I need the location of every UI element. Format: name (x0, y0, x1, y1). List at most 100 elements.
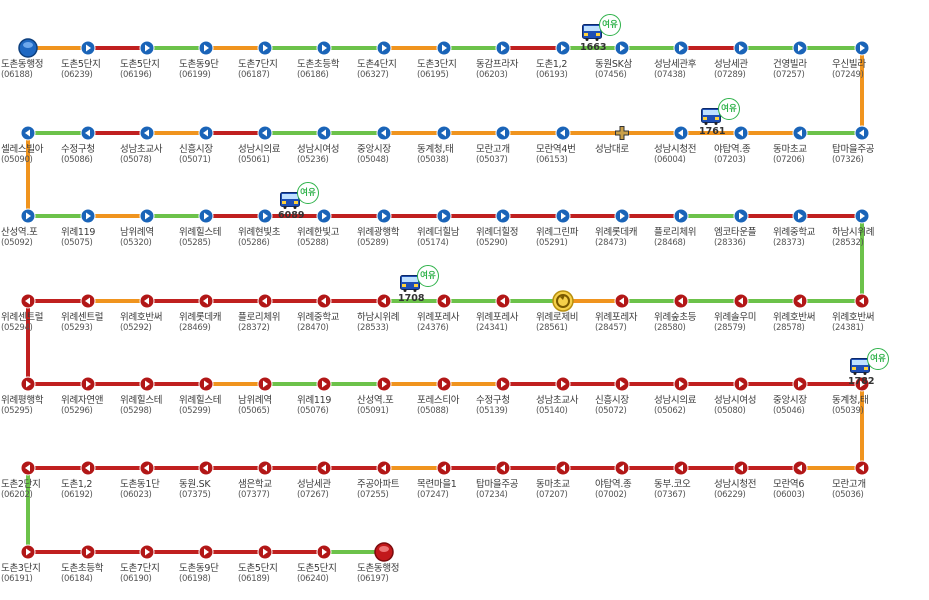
stop-arrow-left-icon[interactable] (733, 293, 749, 309)
stop-arrow-left-icon[interactable] (555, 460, 571, 476)
stop-arrow-left-icon[interactable] (139, 293, 155, 309)
stop-arrow-left-icon[interactable] (257, 293, 273, 309)
stop-arrow-right-icon[interactable] (614, 376, 630, 392)
stop-arrow-right-icon[interactable] (257, 376, 273, 392)
stop-arrow-right-icon[interactable] (854, 208, 870, 224)
stop-arrow-left-icon[interactable] (139, 460, 155, 476)
start-terminus-icon[interactable] (18, 38, 38, 58)
stop-arrow-right-icon[interactable] (792, 208, 808, 224)
stop-arrow-right-icon[interactable] (139, 376, 155, 392)
stop-arrow-left-icon[interactable] (495, 125, 511, 141)
stop-arrow-right-icon[interactable] (80, 376, 96, 392)
stop-arrow-right-icon[interactable] (495, 208, 511, 224)
stop-arrow-right-icon[interactable] (673, 376, 689, 392)
stop-arrow-right-icon[interactable] (376, 40, 392, 56)
stop-arrow-left-icon[interactable] (316, 460, 332, 476)
stop-arrow-right-icon[interactable] (614, 208, 630, 224)
stop-arrow-left-icon[interactable] (495, 460, 511, 476)
stop-arrow-right-icon[interactable] (316, 208, 332, 224)
stop-arrow-right-icon[interactable] (854, 40, 870, 56)
stop-arrow-right-icon[interactable] (257, 544, 273, 560)
stop-arrow-left-icon[interactable] (614, 293, 630, 309)
stop-arrow-left-icon[interactable] (80, 125, 96, 141)
stop-arrow-right-icon[interactable] (316, 40, 332, 56)
stop-arrow-left-icon[interactable] (257, 125, 273, 141)
stop-arrow-right-icon[interactable] (80, 40, 96, 56)
stop-arrow-right-icon[interactable] (495, 40, 511, 56)
stop-arrow-right-icon[interactable] (495, 376, 511, 392)
stop-arrow-left-icon[interactable] (198, 460, 214, 476)
stop-arrow-right-icon[interactable] (555, 376, 571, 392)
stop-arrow-left-icon[interactable] (495, 293, 511, 309)
stop-arrow-left-icon[interactable] (80, 293, 96, 309)
stop-arrow-right-icon[interactable] (733, 40, 749, 56)
stop-arrow-right-icon[interactable] (673, 208, 689, 224)
stop-arrow-right-icon[interactable] (733, 376, 749, 392)
stop-arrow-right-icon[interactable] (20, 376, 36, 392)
stop-arrow-left-icon[interactable] (854, 293, 870, 309)
stop-arrow-right-icon[interactable] (733, 208, 749, 224)
stop-arrow-left-icon[interactable] (792, 460, 808, 476)
stop-arrow-left-icon[interactable] (316, 293, 332, 309)
stop-arrow-left-icon[interactable] (376, 460, 392, 476)
stop-arrow-right-icon[interactable] (80, 544, 96, 560)
stop-arrow-right-icon[interactable] (854, 376, 870, 392)
stop-arrow-right-icon[interactable] (614, 40, 630, 56)
stop-arrow-left-icon[interactable] (733, 125, 749, 141)
stop-arrow-left-icon[interactable] (257, 460, 273, 476)
stop-arrow-left-icon[interactable] (316, 125, 332, 141)
stop-arrow-left-icon[interactable] (614, 460, 630, 476)
stop-arrow-right-icon[interactable] (198, 40, 214, 56)
stop-arrow-left-icon[interactable] (20, 460, 36, 476)
stop-arrow-right-icon[interactable] (20, 544, 36, 560)
stop-arrow-left-icon[interactable] (555, 125, 571, 141)
transfer-point-icon[interactable] (615, 126, 629, 140)
stop-arrow-left-icon[interactable] (673, 460, 689, 476)
stop-arrow-right-icon[interactable] (436, 40, 452, 56)
stop-arrow-right-icon[interactable] (376, 376, 392, 392)
stop-arrow-left-icon[interactable] (376, 293, 392, 309)
stop-arrow-right-icon[interactable] (792, 376, 808, 392)
stop-arrow-left-icon[interactable] (792, 293, 808, 309)
stop-arrow-right-icon[interactable] (139, 208, 155, 224)
stop-arrow-left-icon[interactable] (436, 460, 452, 476)
stop-arrow-right-icon[interactable] (257, 40, 273, 56)
stop-arrow-right-icon[interactable] (316, 376, 332, 392)
stop-arrow-left-icon[interactable] (139, 125, 155, 141)
stop-arrow-right-icon[interactable] (198, 544, 214, 560)
stop-arrow-right-icon[interactable] (376, 208, 392, 224)
stop-arrow-right-icon[interactable] (139, 40, 155, 56)
stop-arrow-left-icon[interactable] (80, 460, 96, 476)
turnaround-icon[interactable] (552, 290, 574, 312)
stop-arrow-left-icon[interactable] (436, 125, 452, 141)
stop-arrow-left-icon[interactable] (376, 125, 392, 141)
stop-arrow-left-icon[interactable] (673, 293, 689, 309)
stop-arrow-right-icon[interactable] (139, 544, 155, 560)
stop-arrow-right-icon[interactable] (316, 544, 332, 560)
stop-arrow-right-icon[interactable] (80, 208, 96, 224)
stop-arrow-left-icon[interactable] (673, 125, 689, 141)
stop-arrow-right-icon[interactable] (436, 376, 452, 392)
stop-arrow-left-icon[interactable] (436, 293, 452, 309)
stop-arrow-right-icon[interactable] (673, 40, 689, 56)
stop-arrow-right-icon[interactable] (555, 208, 571, 224)
stop-arrow-right-icon[interactable] (436, 208, 452, 224)
stop-arrow-left-icon[interactable] (792, 125, 808, 141)
stop-arrow-right-icon[interactable] (20, 208, 36, 224)
end-terminus-icon[interactable] (374, 542, 394, 562)
stop-arrow-right-icon[interactable] (198, 376, 214, 392)
stop-arrow-left-icon[interactable] (198, 293, 214, 309)
stop-arrow-right-icon[interactable] (257, 208, 273, 224)
stop-arrow-left-icon[interactable] (733, 460, 749, 476)
stop-arrow-right-icon[interactable] (555, 40, 571, 56)
stop-arrow-right-icon[interactable] (198, 208, 214, 224)
stop-arrow-left-icon[interactable] (854, 125, 870, 141)
stop-arrow-left-icon[interactable] (20, 293, 36, 309)
stop-arrow-left-icon[interactable] (198, 125, 214, 141)
stop-arrow-right-icon[interactable] (792, 40, 808, 56)
